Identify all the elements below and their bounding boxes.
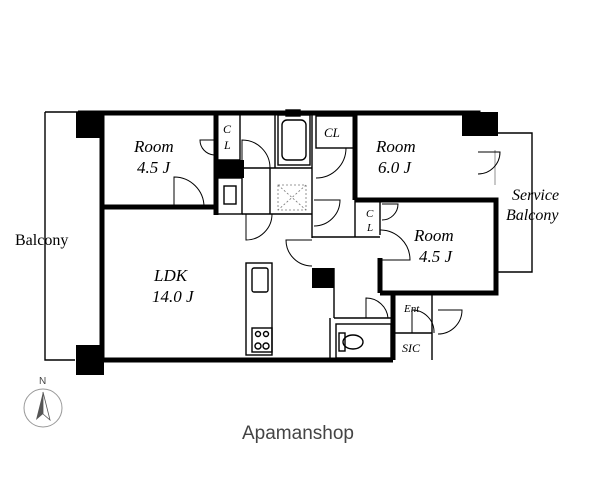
- brand-watermark: Apamanshop: [242, 423, 354, 444]
- balcony-label: Balcony: [15, 232, 68, 249]
- washroom-mark: [277, 184, 307, 211]
- closet-nw-label-bottom: L: [223, 138, 231, 152]
- closet-nw-label-top: C: [223, 122, 232, 136]
- room-ne-name: Room: [375, 137, 416, 156]
- closet-e-label-top: C: [366, 208, 374, 220]
- interior-walls: [102, 113, 476, 360]
- doors: [173, 139, 501, 335]
- room-nw-name: Room: [133, 137, 174, 156]
- service-balcony-label-line1: Service: [512, 187, 559, 204]
- entrance-label: Ent: [403, 303, 420, 315]
- sic-label: SIC: [402, 341, 421, 355]
- service-balcony-area: [478, 132, 533, 273]
- north-compass-icon: [23, 388, 63, 428]
- service-balcony-label-line2: Balcony: [506, 207, 559, 224]
- closet-ne-label: CL: [324, 125, 340, 140]
- room-nw-size: 4.5 J: [137, 158, 172, 177]
- room-e-name: Room: [413, 226, 454, 245]
- room-e-size: 4.5 J: [419, 247, 454, 266]
- bathtub: [277, 109, 311, 166]
- kitchen-counter: [245, 262, 273, 356]
- ldk-size: 14.0 J: [152, 287, 195, 306]
- structural-pillars: [76, 112, 498, 375]
- room-ne-size: 6.0 J: [378, 158, 413, 177]
- north-label: N: [39, 376, 46, 387]
- closet-e-label-bottom: L: [366, 222, 373, 234]
- ldk-name: LDK: [153, 266, 189, 285]
- toilet-fixture: [338, 332, 364, 352]
